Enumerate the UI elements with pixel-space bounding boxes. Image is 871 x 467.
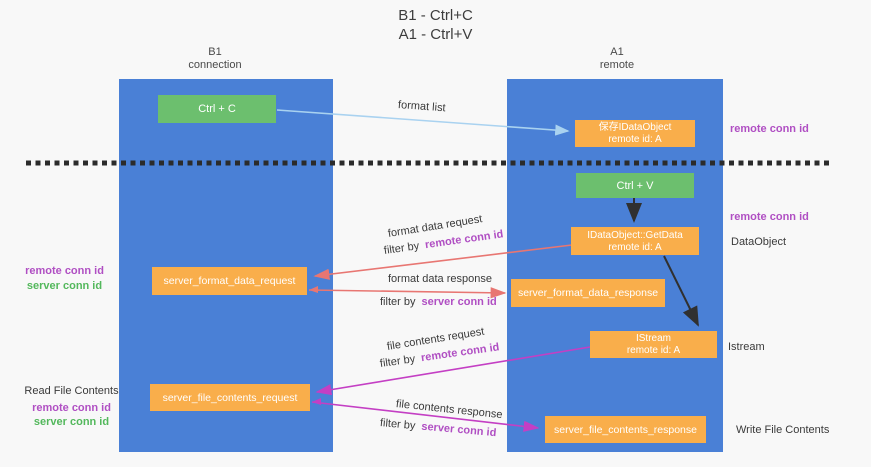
server-conn-id-key: server conn id: [421, 296, 497, 308]
lane-header-a1: A1 remote: [557, 46, 677, 72]
istream-line1: IStream: [635, 333, 671, 344]
lane-b1-title: B1: [208, 46, 222, 58]
server-file-contents-request-label: server_file_contents_request: [162, 391, 298, 404]
server-format-data-request-label: server_format_data_request: [163, 275, 296, 287]
format-data-response-arrow: [308, 287, 507, 299]
remote-conn-id-label-left-1: remote conn id: [25, 265, 104, 277]
file-contents-response-label: file contents response: [395, 398, 504, 422]
server-format-data-request-box: server_format_data_request: [152, 267, 307, 295]
ctrl-v-label: Ctrl + V: [616, 179, 654, 192]
remote-conn-id-label-mid-right: remote conn id: [730, 211, 809, 223]
diagram-title: B1 - Ctrl+C A1 - Ctrl+V: [0, 6, 871, 44]
server-file-contents-response-box: server_file_contents_response: [545, 416, 706, 443]
diagram-title-line1: B1 - Ctrl+C: [398, 7, 473, 24]
save-idataobject-box: 保存IDataObject remote id: A: [575, 120, 695, 147]
filter-by-text: filter by: [380, 296, 416, 308]
diagram-title-line2: A1 - Ctrl+V: [398, 26, 473, 43]
ctrl-v-box: Ctrl + V: [576, 173, 694, 198]
server-conn-id-label-left-1: server conn id: [26, 280, 103, 292]
save-idataobject-line2: remote id: A: [608, 134, 662, 145]
getdata-line1: IDataObject::GetData: [587, 229, 683, 241]
server-format-data-response-label: server_format_data_response: [517, 287, 659, 299]
istream-box: IStream remote id: A: [590, 331, 717, 358]
filter-by-server-conn-id-label-2: filter by server conn id: [379, 417, 496, 439]
lane-a1-title: A1: [610, 46, 624, 58]
getdata-line2: remote id: A: [608, 241, 662, 253]
lane-header-b1: B1 connection: [155, 46, 275, 72]
istream-line2: remote id: A: [626, 345, 681, 356]
filter-by-server-conn-id-label-1: filter by server conn id: [380, 296, 497, 308]
filter-by-text: filter by: [379, 353, 416, 370]
format-list-label: format list: [397, 99, 446, 115]
filter-by-text: filter by: [383, 240, 420, 257]
istream-side-label: Istream: [728, 341, 765, 353]
lane-b1-subtitle: connection: [188, 59, 242, 71]
read-file-contents-label: Read File Contents: [24, 385, 119, 397]
remote-conn-id-label-left-2: remote conn id: [32, 402, 111, 414]
format-data-response-label: format data response: [388, 273, 492, 285]
ctrl-c-box: Ctrl + C: [158, 95, 276, 123]
server-file-contents-request-box: server_file_contents_request: [150, 384, 310, 411]
idataobject-getdata-box: IDataObject::GetData remote id: A: [571, 227, 699, 255]
dataobject-label: DataObject: [731, 236, 787, 248]
save-idataobject-line1: 保存IDataObject: [598, 122, 672, 133]
filter-by-text: filter by: [379, 417, 416, 433]
server-conn-id-key: server conn id: [420, 420, 497, 440]
write-file-contents-label: Write File Contents: [736, 424, 830, 436]
server-format-data-response-box: server_format_data_response: [511, 279, 665, 307]
server-file-contents-response-label: server_file_contents_response: [553, 423, 697, 436]
server-conn-id-label-left-2: server conn id: [33, 416, 110, 428]
lane-a1-subtitle: remote: [599, 59, 635, 71]
ctrl-c-label: Ctrl + C: [198, 103, 236, 115]
remote-conn-id-label-top-right: remote conn id: [730, 123, 809, 135]
